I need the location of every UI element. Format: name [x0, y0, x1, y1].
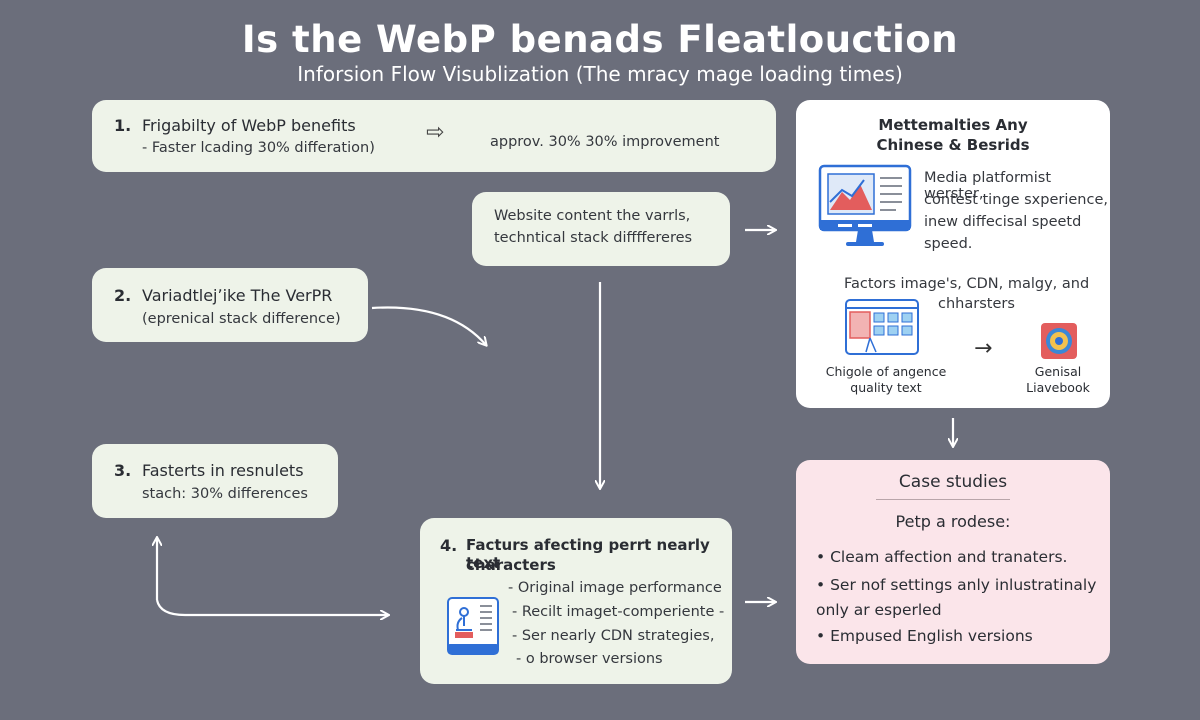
platform-desc-1: Media platformist werster,: [924, 170, 1052, 202]
content-stack-box: Website content the varrls, techntical s…: [472, 192, 730, 266]
caption-left-line-1: Chigole of angence: [825, 364, 947, 379]
page-title: Is the WebP benads Fleatlouction: [241, 18, 959, 61]
platform-heading-line-1: Mettemalties Any: [878, 116, 1028, 134]
step-2-number: 2.: [114, 286, 132, 305]
case-studies-divider: [876, 499, 1010, 500]
platform-desc-2: contest tinge sxperience,: [924, 192, 1108, 208]
content-stack-line-1: Website content the varrls,: [494, 208, 691, 224]
caption-left-line-2: quality text: [850, 380, 922, 395]
platform-panel: Mettemalties Any Chinese & Besrids Media…: [796, 100, 1110, 408]
case-studies-heading: Case studies: [898, 472, 1008, 492]
monitor-chart-icon: [816, 164, 916, 250]
step-2-detail: (eprenical stack difference): [142, 311, 341, 327]
step-2-heading: Variadtlejʼike The VerPR: [142, 286, 333, 305]
platform-desc-3: inew diffecisal speetd: [924, 214, 1082, 230]
step-2-box: 2. Variadtlejʼike The VerPR (eprenical s…: [92, 268, 368, 342]
case-studies-panel: Case studies Petp a rodese: • Cleam affe…: [796, 460, 1110, 664]
platform-factors-line-2: chharsters: [938, 296, 1015, 312]
page-subtitle: Inforsion Flow Visublization (The mracy …: [297, 62, 903, 86]
browser-grid-icon: [844, 298, 920, 358]
case-studies-item-2: • Ser nof settings anly inlustratinaly: [816, 576, 1097, 594]
case-studies-item-3: only ar esperled: [816, 601, 942, 619]
caption-right-line-2: Liavebook: [1026, 380, 1090, 395]
arrow-box2-curve: [371, 306, 486, 345]
platform-desc-4: speed.: [924, 236, 973, 252]
arrow-curve-to-box4: [155, 599, 388, 615]
platform-factors-line-1: Factors image's, CDN, malgy, and: [844, 276, 1090, 292]
content-stack-line-2: techntical stack diffffereres: [494, 230, 693, 246]
step-4-box: 4. Facturs afecting perrt nearly text ch…: [420, 518, 732, 684]
right-arrow-icon: ⇨: [426, 120, 445, 145]
step-1-heading: Frigabilty of WebP benefits: [142, 116, 356, 135]
step-4-item-3: - Ser nearly CDN strategies,: [512, 628, 715, 644]
step-1-improvement: approv. 30% 30% improvement: [490, 134, 720, 150]
gear-badge-icon: [1040, 322, 1078, 360]
case-studies-item-4: • Empused English versions: [816, 627, 1033, 645]
right-arrow-icon: →: [974, 336, 993, 361]
step-1-number: 1.: [114, 116, 132, 135]
caption-right-line-1: Genisal: [1034, 364, 1082, 379]
step-4-item-4: - o browser versions: [516, 651, 663, 667]
case-studies-subheading: Petp a rodese:: [895, 512, 1011, 531]
document-microscope-icon: [446, 596, 502, 660]
step-3-box: 3. Fasterts in resnulets stach: 30% diff…: [92, 444, 338, 518]
step-1-box: 1. Frigabilty of WebP benefits - Faster …: [92, 100, 776, 172]
platform-heading-line-2: Chinese & Besrids: [876, 136, 1030, 154]
step-4-item-1: - Original image performance: [508, 580, 722, 596]
step-4-heading-line-1: Facturs afecting perrt nearly text: [466, 536, 710, 572]
step-4-item-2: - Recilt imaget-comperiente -: [512, 604, 725, 620]
step-3-number: 3.: [114, 461, 132, 480]
step-1-detail: - Faster lcading 30% differation): [142, 140, 375, 156]
step-3-heading: Fasterts in resnulets: [142, 461, 304, 480]
step-4-heading-line-2: characters: [466, 556, 556, 574]
step-4-number: 4.: [440, 536, 458, 555]
step-3-detail: stach: 30% differences: [142, 486, 308, 502]
case-studies-item-1: • Cleam affection and tranaters.: [816, 548, 1068, 566]
